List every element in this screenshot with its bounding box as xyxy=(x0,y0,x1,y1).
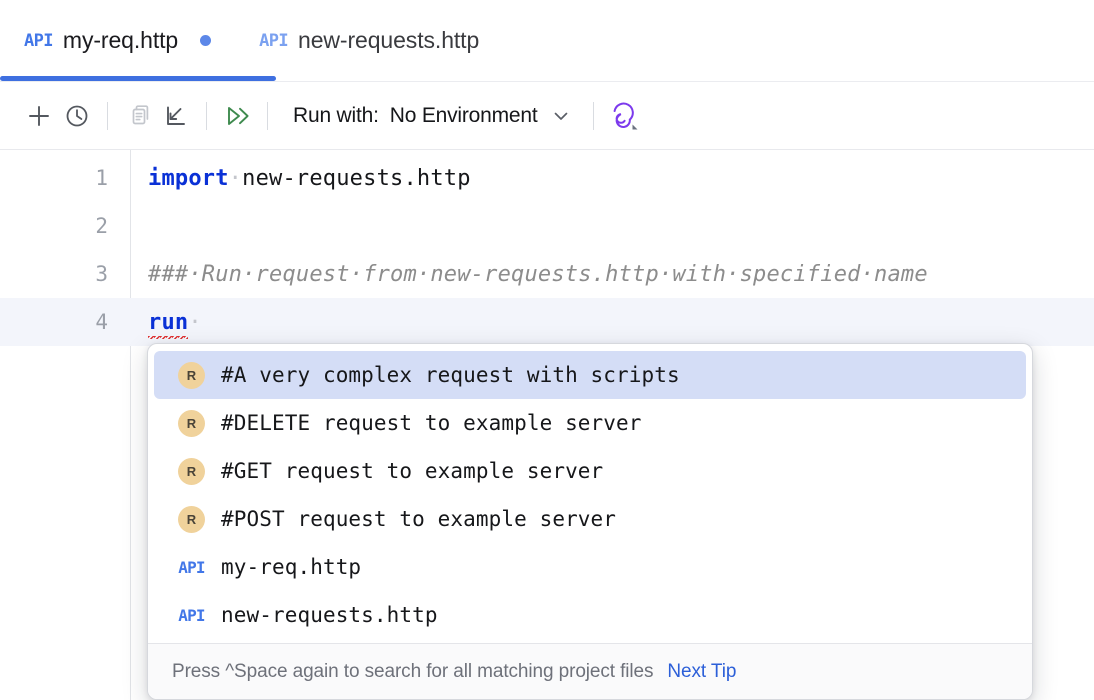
ai-assistant-button[interactable] xyxy=(605,97,643,135)
comment-text: ###·Run·request·from·new-requests.http·w… xyxy=(148,261,928,287)
completion-item-label: #GET request to example server xyxy=(221,459,604,483)
whitespace-dot: · xyxy=(188,309,202,335)
http-client-toolbar: Run with: No Environment xyxy=(0,82,1094,150)
completion-item[interactable]: API my-req.http xyxy=(154,543,1026,591)
completion-item[interactable]: R #POST request to example server xyxy=(154,495,1026,543)
line-number: 4 xyxy=(95,310,108,334)
tab-label: my-req.http xyxy=(62,27,179,53)
completion-item-label: #POST request to example server xyxy=(221,507,617,531)
environment-value: No Environment xyxy=(389,103,538,127)
paste-from-clipboard-button[interactable] xyxy=(119,97,157,135)
code-content: run· xyxy=(148,309,202,339)
completion-item[interactable]: R #GET request to example server xyxy=(154,447,1026,495)
import-arrow-icon xyxy=(167,106,185,125)
editor-tab-bar: API my-req.http API new-requests.http xyxy=(0,0,1094,82)
plus-icon xyxy=(29,105,49,126)
tab-label: new-requests.http xyxy=(298,27,480,53)
completion-hint-text: Press ^Space again to search for all mat… xyxy=(172,660,654,682)
completion-item-label: my-req.http xyxy=(221,555,362,579)
completion-item-label: #A very complex request with scripts xyxy=(221,363,680,387)
api-file-icon: API xyxy=(178,605,205,625)
active-tab-underline xyxy=(0,76,276,81)
request-icon: R xyxy=(178,361,205,389)
toolbar-separator xyxy=(206,101,207,130)
completion-item-label: #DELETE request to example server xyxy=(221,411,642,435)
run-all-requests-button[interactable] xyxy=(218,97,256,135)
api-file-icon: API xyxy=(178,557,205,577)
toolbar-separator xyxy=(107,101,108,130)
ai-spiral-icon xyxy=(613,102,638,129)
next-tip-link[interactable]: Next Tip xyxy=(667,660,737,682)
keyword-import: import xyxy=(148,165,229,191)
code-line-3: 3 ###·Run·request·from·new-requests.http… xyxy=(0,250,1094,298)
line-number: 1 xyxy=(95,166,108,190)
api-file-icon: API xyxy=(24,30,54,51)
completion-item[interactable]: R #A very complex request with scripts xyxy=(154,351,1026,399)
request-icon: R xyxy=(178,409,205,437)
clock-icon xyxy=(66,105,88,126)
run-directive-token: run xyxy=(148,309,189,339)
api-file-icon: API xyxy=(259,30,289,51)
toolbar-separator xyxy=(267,101,268,130)
convert-to-code-button[interactable] xyxy=(157,97,195,135)
code-line-2: 2 xyxy=(0,202,1094,250)
code-line-4: 4 run· xyxy=(0,298,1094,346)
add-request-button[interactable] xyxy=(20,97,58,135)
code-content: import·new-requests.http xyxy=(148,166,471,191)
toolbar-separator xyxy=(592,101,594,130)
completion-item[interactable]: API new-requests.http xyxy=(154,591,1026,639)
environment-selector[interactable]: No Environment xyxy=(379,104,572,128)
code-completion-popup[interactable]: R #A very complex request with scripts R… xyxy=(147,343,1033,700)
request-icon: R xyxy=(178,457,205,485)
completion-item-list[interactable]: R #A very complex request with scripts R… xyxy=(148,344,1032,643)
request-icon: R xyxy=(178,505,205,533)
documents-icon xyxy=(132,104,149,124)
whitespace-dot: · xyxy=(228,165,243,191)
chevron-down-icon xyxy=(550,105,572,127)
completion-item-label: new-requests.http xyxy=(221,603,438,627)
line-number-gutter xyxy=(0,150,131,700)
modified-indicator-dot xyxy=(200,35,212,46)
run-with-label: Run with: xyxy=(293,103,379,127)
imported-file-name: new-requests.http xyxy=(242,165,471,191)
completion-item[interactable]: R #DELETE request to example server xyxy=(154,399,1026,447)
code-editor[interactable]: 1 import·new-requests.http 2 3 ###·Run·r… xyxy=(0,150,1094,700)
completion-popup-footer: Press ^Space again to search for all mat… xyxy=(148,643,1032,699)
history-button[interactable] xyxy=(58,97,96,135)
line-number: 2 xyxy=(95,214,108,238)
run-all-double-chevron-icon xyxy=(228,106,249,125)
tab-my-req-http[interactable]: API my-req.http xyxy=(0,0,276,81)
line-number: 3 xyxy=(95,262,108,286)
code-line-1: 1 import·new-requests.http xyxy=(0,154,1094,202)
tab-new-requests-http[interactable]: API new-requests.http xyxy=(235,0,503,81)
